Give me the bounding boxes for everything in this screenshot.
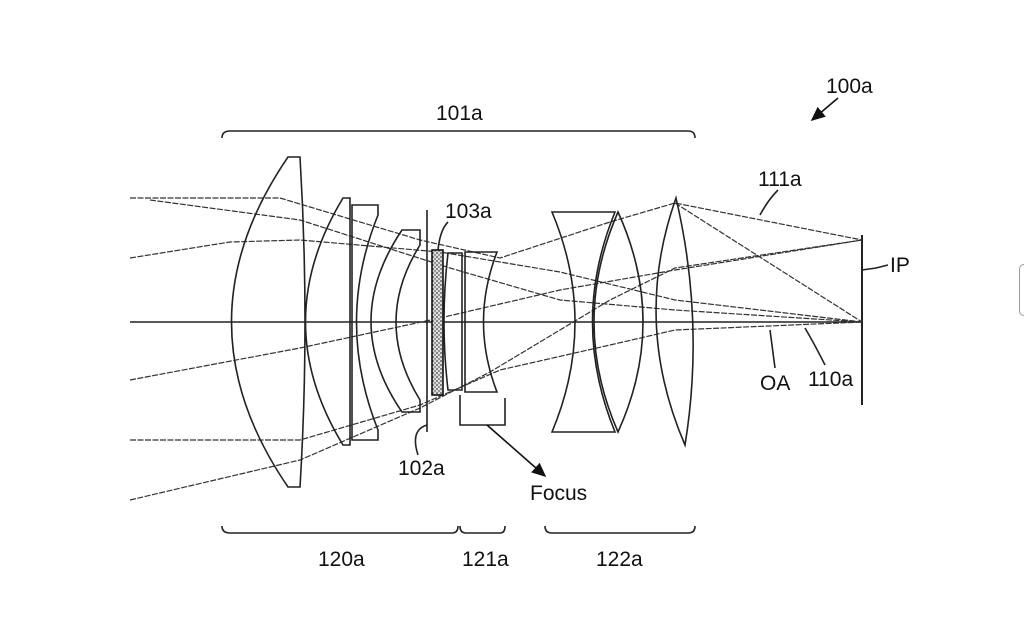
lens-element-3 [351,204,379,441]
lens-element-1 [230,156,306,488]
brace-120a [221,525,459,534]
label-focus: Focus [530,482,587,505]
lens-element-2 [304,197,351,446]
arrow-100a [810,97,839,122]
lens-element-8 [593,210,644,434]
label-121a: 121a [462,548,509,571]
label-ip: IP [890,254,910,277]
label-103a: 103a [445,200,492,223]
focus-arrow [486,424,547,478]
label-102a: 102a [398,457,445,480]
lens-element-4 [370,229,421,413]
light-rays [129,197,863,501]
focus-actuator [459,395,506,426]
label-120a: 120a [318,548,365,571]
leader-111a [759,189,779,216]
leader-oa [769,329,776,369]
label-110a: 110a [808,368,853,391]
leader-103a [437,221,449,251]
brace-122a [544,525,696,534]
label-100a: 100a [826,75,873,98]
lens-element-7 [550,211,617,433]
edge-tab [1019,264,1024,316]
label-101a: 101a [436,102,483,125]
leader-102a [414,424,428,456]
label-oa: OA [760,372,790,395]
leader-110a [804,327,826,366]
leader-ip [861,264,889,271]
lens-element-6 [464,251,499,393]
lens-element-9 [655,195,694,448]
brace-101a [221,130,696,139]
label-122a: 122a [596,548,643,571]
filter-element [431,249,444,396]
brace-121a [459,525,506,534]
lens-element-5 [443,252,463,391]
label-111a: 111a [758,168,802,191]
